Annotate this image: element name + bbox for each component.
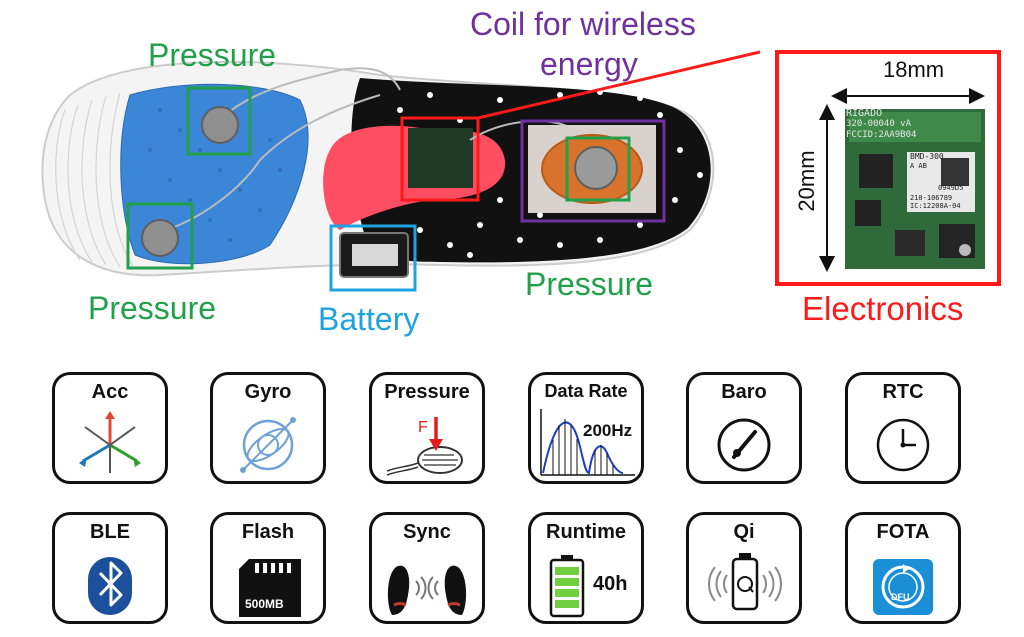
label-pressure-bottom-left: Pressure — [88, 290, 217, 326]
label-pressure-right: Pressure — [525, 266, 654, 302]
tile-title-fota: FOTA — [876, 521, 930, 543]
dim-width-label: 18mm — [883, 57, 945, 82]
tile-title-pressure: Pressure — [384, 381, 470, 403]
chip-code: 0949D5 — [938, 184, 964, 192]
tile-title-qi: Qi — [733, 521, 755, 543]
tile-title-runtime: Runtime — [546, 521, 626, 543]
label-coil-line1: Coil for wireless — [470, 6, 696, 42]
tile-title-ble: BLE — [90, 521, 130, 543]
clock-icon — [876, 418, 930, 472]
chip-ab: A AB — [910, 162, 927, 170]
tile-title-flash: Flash — [241, 521, 295, 543]
sd-card-icon — [239, 559, 301, 617]
data-rate-value: 200Hz — [583, 421, 633, 440]
label-battery: Battery — [318, 301, 420, 337]
tile-fota: FOTA DFU — [845, 512, 961, 624]
flash-size-value: 500MB — [245, 597, 284, 611]
chip-text-line2: 320-00040 vA — [846, 119, 912, 129]
gyroscope-icon — [240, 417, 296, 473]
tile-data-rate: Data Rate 200Hz — [528, 372, 644, 484]
tile-pressure: Pressure F — [369, 372, 485, 484]
tile-title-acc: Acc — [91, 381, 129, 403]
pressure-sensor-icon — [386, 417, 463, 476]
tile-rtc: RTC — [845, 372, 961, 484]
tile-acc: Acc — [52, 372, 168, 484]
accelerometer-axes-icon — [79, 411, 141, 473]
label-electronics: Electronics — [802, 290, 964, 327]
data-rate-wave-icon — [540, 409, 635, 476]
tile-title-gyro: Gyro — [244, 381, 292, 403]
chip-ref1: 210-106789 — [910, 194, 953, 202]
tile-title-baro: Baro — [721, 381, 767, 403]
chip-text-line1: RIGADO — [846, 108, 883, 119]
barometer-gauge-icon — [717, 418, 771, 472]
tile-gyro: Gyro — [210, 372, 326, 484]
bluetooth-icon — [88, 557, 132, 615]
chip-text-line3: FCCID:2AA9B04 — [846, 130, 917, 140]
tile-title-data-rate: Data Rate — [544, 381, 628, 401]
battery-level-icon — [549, 555, 585, 618]
fota-dfu-label: DFU — [891, 592, 910, 602]
label-pressure-top-left: Pressure — [148, 37, 277, 73]
electronics-detail — [775, 50, 1001, 286]
tile-flash: Flash 500MB — [210, 512, 326, 624]
wireless-charging-icon — [708, 553, 782, 611]
tile-sync: Sync — [369, 512, 485, 624]
tile-qi: Qi — [686, 512, 802, 624]
dim-height-label: 20mm — [794, 150, 819, 212]
tile-ble: BLE — [52, 512, 168, 624]
insole-photo — [0, 0, 761, 340]
shoes-sync-icon — [387, 565, 467, 615]
tile-runtime: Runtime 40h — [528, 512, 644, 624]
pressure-force-label: F — [418, 419, 428, 436]
chip-ref2: IC:12208A-04 — [910, 202, 961, 210]
runtime-value: 40h — [593, 573, 628, 595]
tile-title-rtc: RTC — [882, 381, 924, 403]
label-coil-line2: energy — [540, 46, 638, 82]
dfu-update-icon — [873, 559, 933, 615]
tile-baro: Baro — [686, 372, 802, 484]
tile-title-sync: Sync — [403, 521, 451, 543]
chip-module: BMD-300 — [910, 152, 944, 161]
